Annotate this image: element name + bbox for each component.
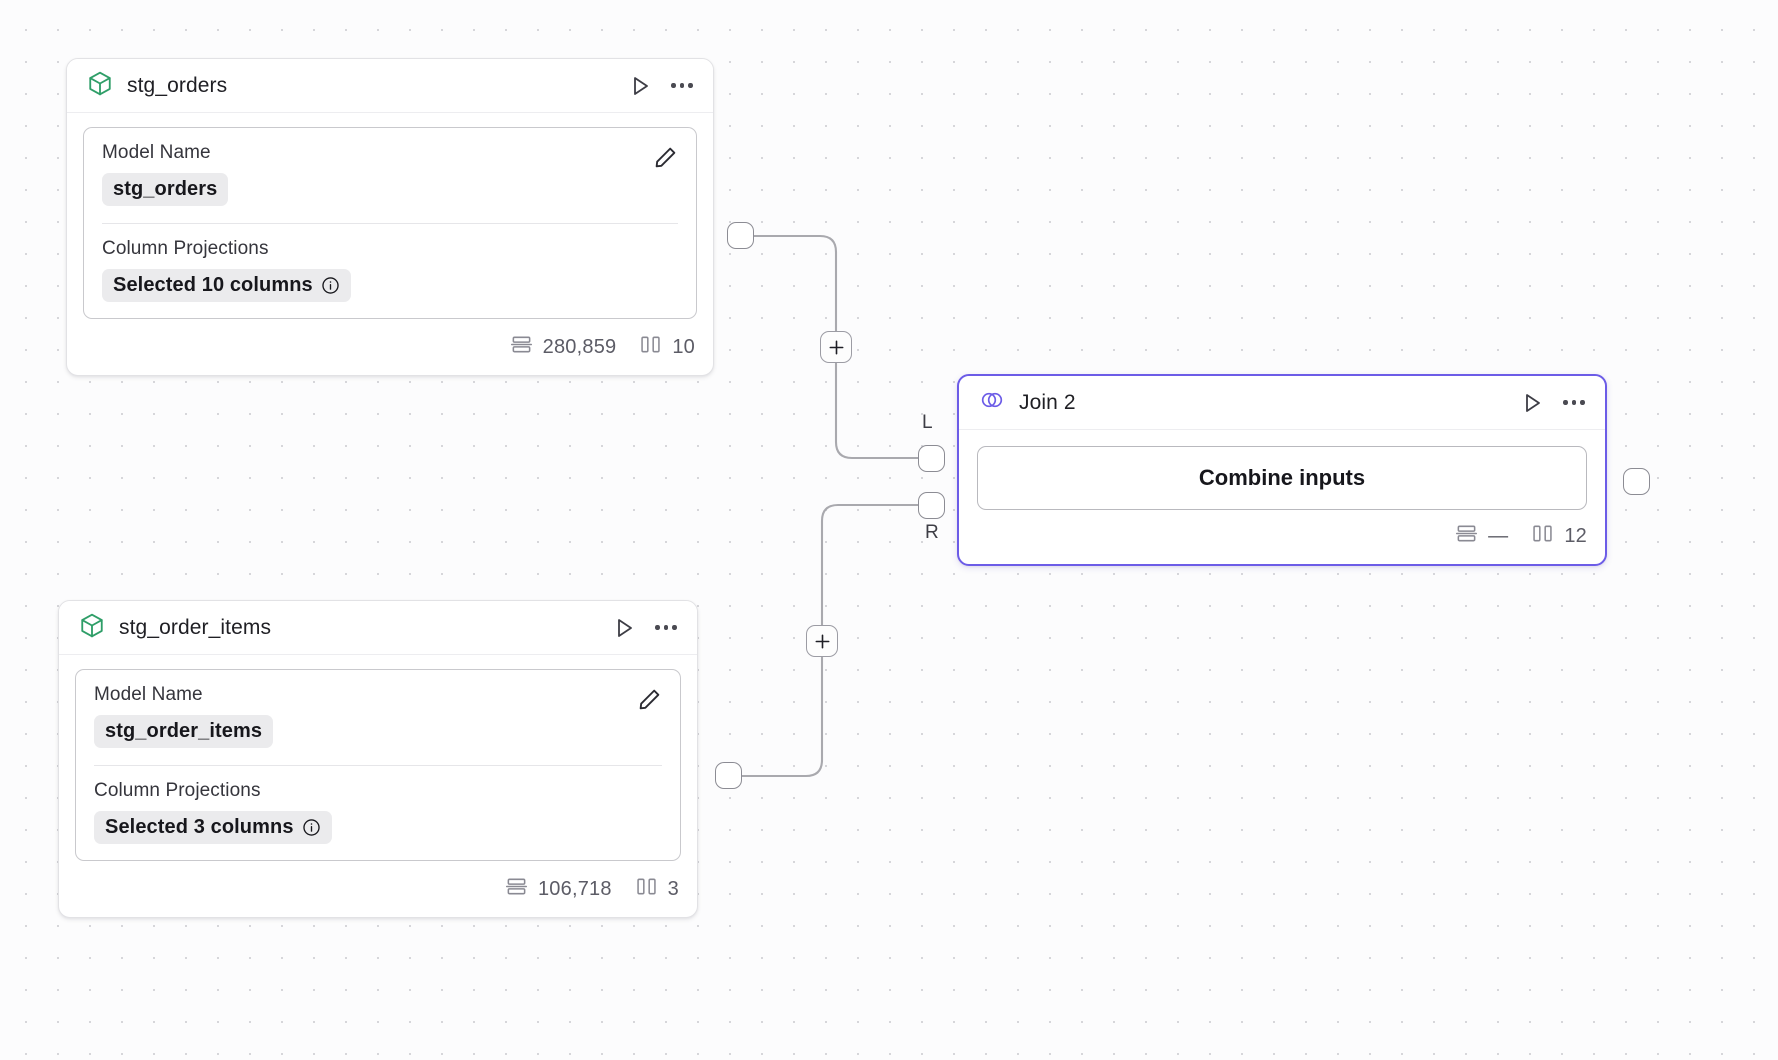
row-count-value: —: [1488, 525, 1509, 547]
rows-icon: [510, 333, 533, 362]
row-count-value: 106,718: [537, 878, 612, 900]
node-footer: 106,718 3: [59, 871, 697, 917]
column-count-stat: 10: [639, 333, 695, 362]
row-count-value: 280,859: [542, 336, 617, 358]
node-join-2[interactable]: Join 2 Combine inputs: [957, 374, 1607, 566]
node-body: Model Name stg_order_items Column Projec…: [59, 655, 697, 871]
column-projections-value[interactable]: Selected 10 columns: [102, 269, 351, 302]
run-icon[interactable]: [611, 615, 637, 641]
column-count-value: 3: [667, 878, 679, 900]
more-options-icon[interactable]: [653, 615, 679, 641]
info-icon[interactable]: [321, 276, 340, 295]
venn-icon: [979, 387, 1005, 418]
node-title: stg_order_items: [119, 615, 272, 639]
model-name-value[interactable]: stg_orders: [102, 173, 229, 206]
column-projections-label: Column Projections: [102, 238, 269, 259]
input-port-left-join-2[interactable]: [918, 445, 945, 472]
input-port-right-join-2[interactable]: [918, 492, 945, 519]
node-footer: — 12: [959, 518, 1605, 564]
column-count-stat: 12: [1531, 522, 1587, 551]
model-properties-box: Model Name stg_orders Column Projections…: [83, 127, 697, 319]
output-port-stg-order-items[interactable]: [715, 762, 742, 789]
column-projections-text: Selected 3 columns: [105, 816, 294, 838]
row-count-stat: 280,859: [510, 333, 617, 362]
rows-icon: [505, 875, 528, 904]
input-port-right-label: R: [925, 522, 939, 543]
column-projections-text: Selected 10 columns: [113, 274, 313, 296]
run-icon[interactable]: [1519, 390, 1545, 416]
pencil-icon[interactable]: [636, 686, 662, 712]
row-count-stat: 106,718: [505, 875, 612, 904]
model-properties-box: Model Name stg_order_items Column Projec…: [75, 669, 681, 861]
row-count-stat: —: [1455, 522, 1508, 551]
info-icon[interactable]: [302, 818, 321, 837]
model-name-label: Model Name: [94, 684, 203, 705]
columns-icon: [1531, 522, 1554, 551]
rows-icon: [1455, 522, 1478, 551]
model-name-value[interactable]: stg_order_items: [94, 715, 274, 748]
columns-icon: [639, 333, 662, 362]
cube-icon: [79, 612, 105, 644]
cube-icon: [87, 70, 113, 102]
node-body: Combine inputs: [959, 430, 1605, 518]
more-options-icon[interactable]: [1561, 390, 1587, 416]
node-header: stg_order_items: [59, 601, 697, 655]
pencil-icon[interactable]: [652, 144, 678, 170]
column-count-value: 10: [672, 336, 695, 358]
run-icon[interactable]: [627, 73, 653, 99]
input-port-left-label: L: [922, 412, 933, 433]
add-node-button-top[interactable]: [820, 331, 852, 363]
node-title: Join 2: [1019, 390, 1076, 414]
combine-inputs-button[interactable]: Combine inputs: [977, 446, 1587, 510]
divider: [102, 223, 678, 224]
output-port-join-2[interactable]: [1623, 468, 1650, 495]
node-body: Model Name stg_orders Column Projections…: [67, 113, 713, 329]
divider: [94, 765, 662, 766]
column-projections-value[interactable]: Selected 3 columns: [94, 811, 332, 844]
node-header: stg_orders: [67, 59, 713, 113]
columns-icon: [635, 875, 658, 904]
node-header: Join 2: [959, 376, 1605, 430]
column-count-stat: 3: [635, 875, 679, 904]
column-count-value: 12: [1564, 525, 1587, 547]
node-title: stg_orders: [127, 73, 228, 97]
node-footer: 280,859 10: [67, 329, 713, 375]
node-stg-order-items[interactable]: stg_order_items Model Name stg_order_ite…: [58, 600, 698, 918]
column-projections-label: Column Projections: [94, 780, 261, 801]
add-node-button-bottom[interactable]: [806, 625, 838, 657]
model-name-label: Model Name: [102, 142, 211, 163]
output-port-stg-orders[interactable]: [727, 222, 754, 249]
more-options-icon[interactable]: [669, 73, 695, 99]
node-stg-orders[interactable]: stg_orders Model Name stg_orders: [66, 58, 714, 376]
